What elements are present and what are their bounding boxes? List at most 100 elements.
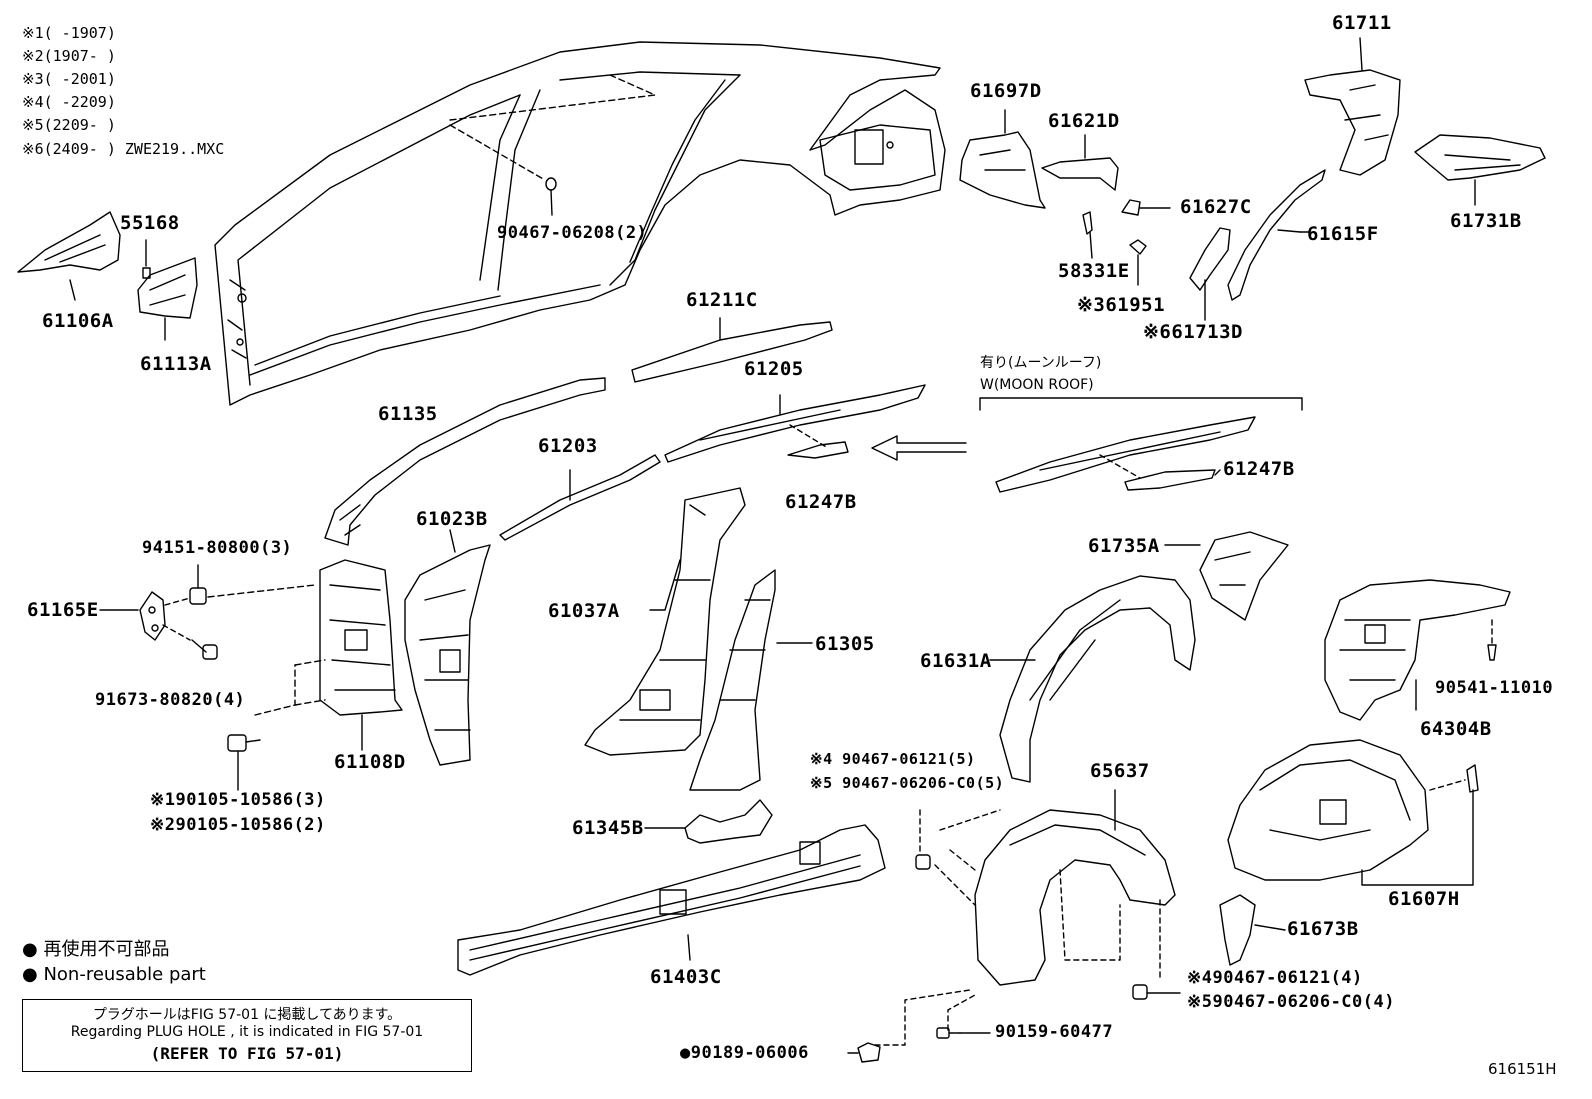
legend-range: (2209- ) [43, 116, 116, 134]
marker-4: ※4 [810, 750, 833, 768]
part-label-61711[interactable]: 61711 [1332, 12, 1392, 34]
legend-range: (2409- ) ZWE219..MXC [43, 140, 225, 158]
part-label-91673-80820[interactable]: 91673-80820(4) [95, 690, 246, 710]
part-label-61205[interactable]: 61205 [744, 358, 804, 380]
part-label-64304B[interactable]: 64304B [1420, 718, 1492, 740]
part-65637-shape [939, 789, 1176, 986]
legend-row-4: ※4( -2209) [22, 95, 116, 110]
part-label-61305[interactable]: 61305 [815, 633, 875, 655]
bolt-90159 [936, 1027, 991, 1039]
legend-mark: ※2 [22, 47, 44, 65]
part-label-61951[interactable]: ※361951 [1077, 296, 1165, 315]
legend-mark: ※5 [22, 116, 44, 134]
legend-row-2: ※2(1907- ) [22, 49, 116, 64]
non-reusable-text-jp: 再使用不可部品 [43, 939, 170, 960]
part-label-61627C[interactable]: 61627C [1180, 196, 1252, 218]
part-label-61108D[interactable]: 61108D [334, 751, 406, 773]
part-number: 90467-06121(4) [1212, 968, 1363, 988]
part-label-61023B[interactable]: 61023B [416, 508, 488, 530]
legend-mark: ※4 [22, 93, 44, 111]
part-label-61631A[interactable]: 61631A [920, 650, 992, 672]
part-label-61607H[interactable]: 61607H [1388, 888, 1460, 910]
dashed-nut-65637 [919, 809, 976, 906]
part-64304B-shape [1324, 579, 1511, 721]
part-number: 90189-06006 [690, 1043, 809, 1063]
part-label-65637[interactable]: 65637 [1090, 760, 1150, 782]
clip-90541 [1487, 619, 1497, 661]
body-side-outer-panel [214, 41, 946, 406]
part-58331E-shape [1082, 211, 1093, 259]
part-label-61731B[interactable]: 61731B [1450, 210, 1522, 232]
part-label-61247B-moonroof[interactable]: 61247B [1223, 458, 1295, 480]
plug-hole-note-box: プラグホールはFIG 57-01 に掲載してあります。 Regarding PL… [22, 999, 472, 1072]
part-61735A-shape [1199, 531, 1289, 621]
part-61037A-shape [584, 487, 746, 756]
part-number: 61713D [1171, 321, 1243, 343]
part-61713D-shape [1189, 227, 1231, 321]
part-label-61106A[interactable]: 61106A [42, 310, 114, 332]
clip-90189 [847, 1042, 881, 1063]
note-text-jp: プラグホールはFIG 57-01 に掲載してあります。 [92, 1007, 402, 1023]
part-61247B-moonroof-shape [1099, 454, 1216, 491]
part-label-90105-10586-2[interactable]: ※290105-10586(2) [150, 817, 326, 834]
part-label-90467-06121-5[interactable]: ※4 90467-06121(5) [810, 752, 976, 767]
part-label-61113A[interactable]: 61113A [140, 353, 212, 375]
legend-row-3: ※3( -2001) [22, 72, 116, 87]
part-label-61403C[interactable]: 61403C [650, 966, 722, 988]
part-label-90541-11010[interactable]: 90541-11010 [1435, 678, 1554, 698]
part-number: 90467-06206-C0(4) [1212, 992, 1395, 1012]
part-label-61165E[interactable]: 61165E [27, 599, 99, 621]
legend-range: ( -2001) [43, 70, 116, 88]
bolt-91673 [191, 639, 218, 660]
part-label-61211C[interactable]: 61211C [686, 289, 758, 311]
part-label-61621D[interactable]: 61621D [1048, 110, 1120, 132]
part-label-90467-06206-5[interactable]: ※5 90467-06206-C0(5) [810, 776, 1004, 791]
bolt-90467-06208 [545, 177, 557, 216]
marker-6: ※6 [1143, 321, 1172, 343]
non-reusable-text-en: Non-reusable part [43, 964, 206, 985]
dashed-61165E-61108D [207, 584, 316, 598]
marker-5: ※5 [1187, 992, 1213, 1012]
part-61247B-shape [787, 424, 849, 459]
part-label-61615F[interactable]: 61615F [1307, 223, 1379, 245]
part-number: 90467-06206-C0(5) [842, 774, 1005, 792]
part-61203-shape [499, 454, 661, 541]
part-61205-shape [664, 384, 926, 463]
part-label-61673B[interactable]: 61673B [1287, 918, 1359, 940]
nut-90467-06121-5 [915, 854, 931, 870]
clip-61607H [1466, 764, 1479, 793]
part-61697D-shape [959, 109, 1046, 209]
part-label-90467-06121-4[interactable]: ※490467-06121(4) [1187, 970, 1363, 987]
part-label-90105-10586-3[interactable]: ※190105-10586(3) [150, 792, 326, 809]
marker-5: ※5 [810, 774, 833, 792]
part-label-61697D[interactable]: 61697D [970, 80, 1042, 102]
non-reusable-legend-jp: ● 再使用不可部品 [22, 941, 169, 959]
note-reference[interactable]: (REFER TO FIG 57-01) [150, 1044, 344, 1063]
part-label-90467-06206-4[interactable]: ※590467-06206-C0(4) [1187, 994, 1395, 1011]
part-label-58331E[interactable]: 58331E [1058, 260, 1130, 282]
part-label-90189-06006[interactable]: ●90189-06006 [680, 1045, 809, 1062]
part-label-94151-80800[interactable]: 94151-80800(3) [142, 538, 293, 558]
legend-mark: ※3 [22, 70, 44, 88]
part-label-61203[interactable]: 61203 [538, 435, 598, 457]
moon-roof-bracket [979, 397, 1303, 411]
part-label-61037A[interactable]: 61037A [548, 600, 620, 622]
non-reusable-legend-en: ● Non-reusable part [22, 966, 206, 984]
part-label-61247B[interactable]: 61247B [785, 491, 857, 513]
diagram-id: 616151H [1488, 1060, 1557, 1078]
part-label-55168[interactable]: 55168 [120, 212, 180, 234]
part-61615F-shape [1227, 169, 1326, 301]
part-label-90159-60477[interactable]: 90159-60477 [995, 1022, 1114, 1042]
part-label-61735A[interactable]: 61735A [1088, 535, 1160, 557]
part-61951-shape [1129, 239, 1147, 286]
part-label-61345B[interactable]: 61345B [572, 817, 644, 839]
part-number: 90105-10586(2) [175, 815, 326, 835]
clip-55168 [142, 239, 151, 279]
part-61305-shape [689, 569, 776, 791]
part-label-61713D[interactable]: ※661713D [1143, 323, 1243, 342]
leader-lines [99, 231, 1417, 829]
part-label-61135[interactable]: 61135 [378, 403, 438, 425]
part-label-90467-06208[interactable]: 90467-06208(2) [497, 223, 648, 243]
